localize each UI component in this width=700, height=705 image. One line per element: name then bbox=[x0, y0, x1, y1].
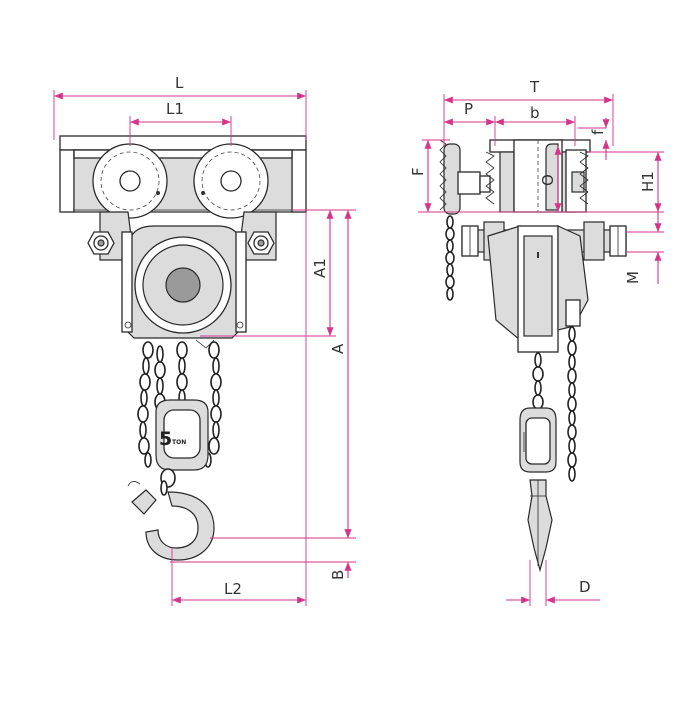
bottom-block: 5 TON bbox=[155, 399, 209, 496]
label-F: F bbox=[409, 167, 427, 176]
side-hook bbox=[527, 479, 553, 573]
hoist-body bbox=[121, 225, 247, 339]
label-P: P bbox=[464, 100, 473, 118]
label-L1: L1 bbox=[166, 100, 184, 118]
side-hand-chain-left bbox=[445, 215, 455, 301]
dimension-A1: A1 bbox=[200, 209, 356, 337]
dimension-b: b bbox=[495, 104, 576, 146]
dimension-M: M bbox=[624, 212, 664, 284]
load-chain bbox=[176, 341, 188, 407]
side-trolley bbox=[485, 139, 591, 213]
label-L2: L2 bbox=[224, 580, 242, 598]
dimension-P: P bbox=[444, 100, 496, 146]
dimension-A: A bbox=[210, 210, 356, 539]
dimension-B: B bbox=[170, 528, 356, 580]
label-b: b bbox=[530, 104, 540, 122]
label-A: A bbox=[329, 343, 347, 354]
label-B: B bbox=[329, 570, 347, 580]
side-hand-chain-right bbox=[567, 326, 577, 482]
trolley-wheel-right bbox=[193, 143, 269, 219]
trolley-wheel-left bbox=[92, 143, 168, 219]
side-hoist-body bbox=[487, 225, 589, 353]
side-bottom-block bbox=[519, 407, 557, 473]
label-H1: H1 bbox=[639, 171, 657, 192]
capacity-number: 5 bbox=[159, 428, 172, 450]
label-O: O bbox=[539, 174, 557, 186]
hand-wheel bbox=[439, 139, 491, 215]
nut-left bbox=[87, 231, 115, 255]
dimension-L: L bbox=[53, 74, 307, 140]
dimension-L1: L1 bbox=[129, 100, 232, 146]
side-view: T P b f F O bbox=[409, 78, 664, 606]
dimension-f: f bbox=[578, 118, 610, 160]
load-hook bbox=[127, 481, 215, 561]
front-view: 5 TON L L1 A1 bbox=[53, 74, 356, 606]
dimension-H1: H1 bbox=[418, 151, 664, 213]
nut-right bbox=[247, 231, 275, 255]
hand-chain-left bbox=[137, 341, 166, 468]
label-D: D bbox=[579, 578, 591, 596]
label-T: T bbox=[529, 78, 540, 96]
label-f: f bbox=[589, 129, 607, 135]
label-L: L bbox=[175, 74, 184, 92]
side-load-chain bbox=[532, 352, 544, 410]
label-M: M bbox=[624, 271, 642, 284]
dimension-D: D bbox=[506, 560, 600, 606]
dimension-L2: L2 bbox=[171, 212, 307, 606]
label-A1: A1 bbox=[311, 258, 329, 278]
capacity-unit: TON bbox=[172, 439, 186, 446]
dimension-O: O bbox=[539, 146, 562, 212]
